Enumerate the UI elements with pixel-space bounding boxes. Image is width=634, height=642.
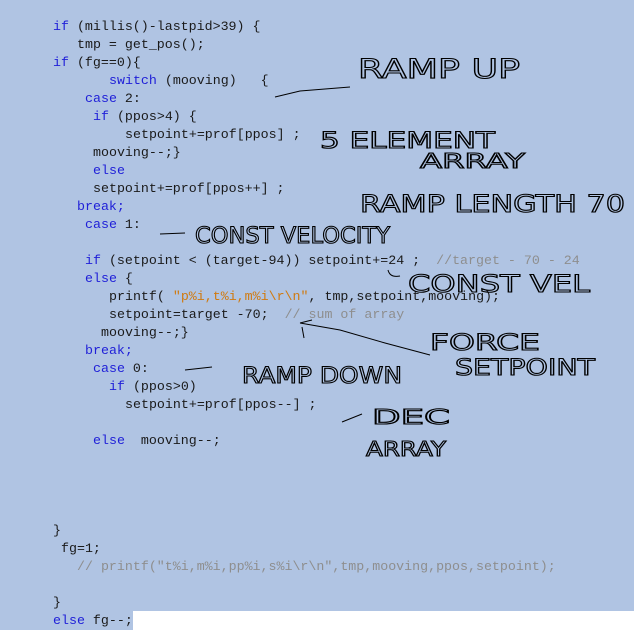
annotation-pointer-line: [159, 232, 186, 235]
code-keyword: if: [93, 109, 109, 124]
text-selection-highlight: [0, 0, 634, 611]
annotation-dec: DEC: [372, 405, 450, 429]
code-keyword: break;: [85, 343, 133, 358]
code-line[interactable]: else {: [85, 270, 133, 288]
code-text: {: [116, 271, 133, 286]
code-text: printf(: [109, 289, 173, 304]
code-line[interactable]: case 0:: [93, 360, 149, 378]
code-text: setpoint+=prof[ppos] ;: [125, 127, 301, 142]
annotation-array-2: ARRAY: [366, 437, 447, 461]
code-line[interactable]: case 2:: [85, 90, 141, 108]
code-keyword: if: [53, 55, 69, 70]
code-line[interactable]: case 1:: [85, 216, 141, 234]
code-keyword: if: [109, 379, 125, 394]
annotation-ramp-length: RAMP LENGTH 70: [360, 190, 625, 218]
code-comment: // printf("t%i,m%i,pp%i,s%i\r\n",tmp,moo…: [77, 559, 556, 574]
code-line[interactable]: else: [93, 162, 125, 180]
code-line[interactable]: break;: [85, 342, 133, 360]
code-text: (fg==0){: [68, 55, 141, 70]
code-line[interactable]: switch (mooving) {: [109, 72, 269, 90]
code-keyword: if: [85, 253, 101, 268]
code-keyword: case: [85, 217, 117, 232]
code-string: "p%i,t%i,m%i\r\n": [172, 289, 309, 304]
code-text: (millis()-lastpid>39) {: [68, 19, 261, 34]
code-keyword: break;: [77, 199, 125, 214]
code-text: }: [53, 595, 61, 610]
annotation-pointer-line: [341, 413, 363, 423]
code-text: tmp = get_pos();: [77, 37, 205, 52]
annotation-const-vel: CONST VEL: [408, 270, 591, 298]
annotation-pointer-line: [274, 86, 351, 98]
annotation-arrow-icon: [299, 319, 431, 356]
code-keyword: else: [93, 433, 125, 448]
code-text: fg--;: [84, 613, 133, 628]
code-line[interactable]: setpoint+=prof[ppos] ;: [125, 126, 301, 144]
text-selection-highlight-last-line: [0, 611, 133, 630]
code-line[interactable]: if (fg==0){: [53, 54, 141, 72]
code-line[interactable]: }: [53, 522, 61, 540]
code-line[interactable]: break;: [77, 198, 125, 216]
code-keyword: else: [93, 163, 125, 178]
code-keyword: case: [85, 91, 117, 106]
code-line[interactable]: if (ppos>0): [109, 378, 197, 396]
code-text: (ppos>4) {: [108, 109, 197, 124]
annotation-arrow-icon: [387, 269, 401, 277]
code-text: 2:: [116, 91, 141, 106]
code-text: , tmp,setpoint,mooving);: [308, 289, 501, 304]
code-line[interactable]: fg=1;: [61, 540, 101, 558]
code-text: }: [53, 523, 61, 538]
code-line[interactable]: }: [53, 594, 61, 612]
code-text: mooving--;}: [93, 145, 181, 160]
code-text: fg=1;: [61, 541, 101, 556]
annotation-force: FORCE: [430, 331, 540, 356]
annotation-setpoint: SETPOINT: [455, 356, 596, 381]
code-text: setpoint+=prof[ppos--] ;: [125, 397, 317, 412]
code-line[interactable]: if (millis()-lastpid>39) {: [53, 18, 260, 36]
code-line[interactable]: setpoint+=prof[ppos++] ;: [93, 180, 285, 198]
code-keyword: switch: [109, 73, 157, 88]
annotation-ramp-up: RAMP UP: [358, 54, 520, 85]
annotation-pointer-line: [184, 366, 213, 371]
code-line[interactable]: mooving--;}: [101, 324, 189, 342]
code-line[interactable]: // printf("t%i,m%i,pp%i,s%i\r\n",tmp,moo…: [77, 558, 556, 576]
code-line[interactable]: if (ppos>4) {: [93, 108, 197, 126]
code-text: (ppos>0): [124, 379, 197, 394]
code-text: mooving--;}: [101, 325, 189, 340]
code-keyword: if: [53, 19, 69, 34]
code-comment: // sum of array: [284, 307, 405, 322]
code-line[interactable]: printf( "p%i,t%i,m%i\r\n", tmp,setpoint,…: [109, 288, 500, 306]
code-line[interactable]: setpoint+=prof[ppos--] ;: [125, 396, 317, 414]
code-text: 1:: [116, 217, 141, 232]
code-line[interactable]: else fg--;: [53, 612, 133, 630]
code-text: mooving--;: [124, 433, 221, 448]
code-line[interactable]: setpoint=target -70; // sum of array: [109, 306, 404, 324]
code-text: (mooving) {: [156, 73, 269, 88]
code-keyword: case: [93, 361, 125, 376]
code-text: 0:: [124, 361, 149, 376]
code-text: setpoint+=prof[ppos++] ;: [93, 181, 285, 196]
annotation-ramp-down: RAMP DOWN: [242, 364, 402, 389]
annotation-array: ARRAY: [420, 149, 526, 173]
code-comment: //target - 70 - 24: [436, 253, 580, 268]
code-line[interactable]: tmp = get_pos();: [77, 36, 205, 54]
code-line[interactable]: if (setpoint < (target-94)) setpoint+=24…: [85, 252, 580, 270]
code-text: (setpoint < (target-94)) setpoint+=24 ;: [100, 253, 437, 268]
annotation-const-velocity: CONST VELOCITY: [195, 224, 391, 249]
code-text: setpoint=target -70;: [109, 307, 285, 322]
code-keyword: else: [85, 271, 117, 286]
code-line[interactable]: mooving--;}: [93, 144, 181, 162]
code-keyword: else: [53, 613, 85, 628]
code-line[interactable]: else mooving--;: [93, 432, 221, 450]
annotation-5-element: 5 ELEMENT: [320, 129, 496, 154]
